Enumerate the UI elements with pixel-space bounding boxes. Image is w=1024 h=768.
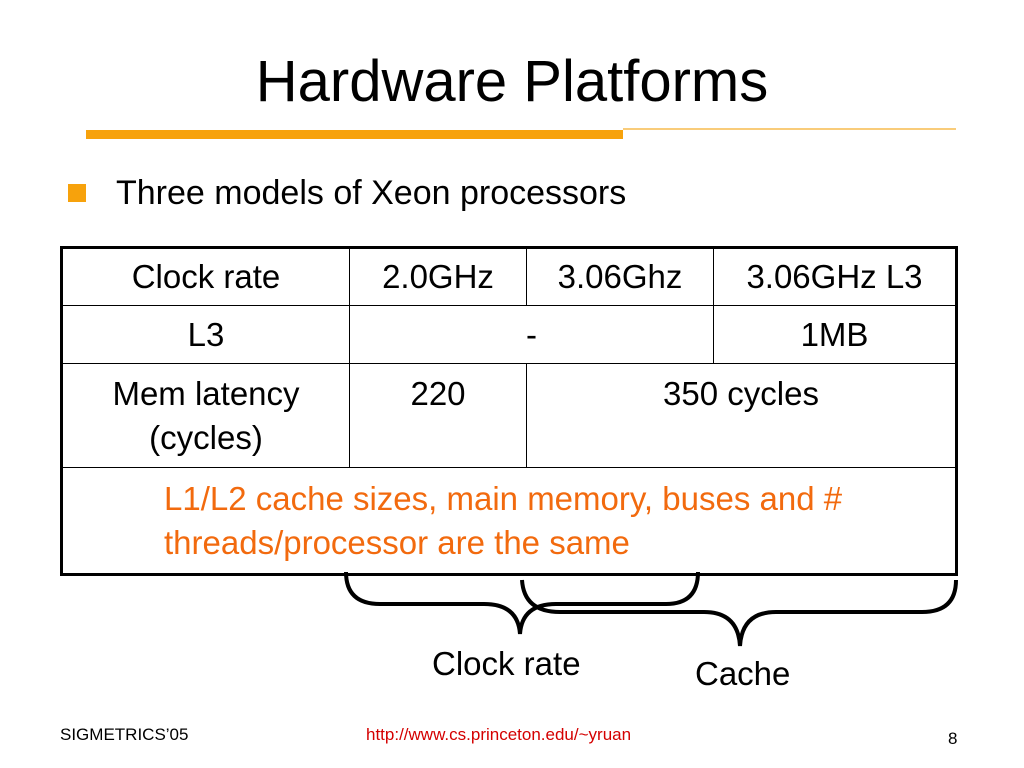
- clock-rate-brace: [344, 571, 700, 635]
- table-row: L1/L2 cache sizes, main memory, buses an…: [61, 467, 957, 575]
- table-row: L3 - 1MB: [61, 305, 957, 364]
- table-row: Mem latency (cycles) 220 350 cycles: [61, 363, 957, 468]
- table-cell: Clock rate: [61, 247, 350, 306]
- cache-label: Cache: [695, 655, 791, 692]
- title-underline: [86, 130, 623, 139]
- table-cell: 3.06GHz L3: [713, 247, 957, 306]
- slide-title: Hardware Platforms: [255, 49, 769, 114]
- processor-table: Clock rate 2.0GHz 3.06Ghz 3.06GHz L3 L3 …: [60, 246, 958, 576]
- table-cell: 1MB: [713, 305, 957, 364]
- note-text: L1/L2 cache sizes, main memory, buses an…: [164, 479, 843, 561]
- table-note: L1/L2 cache sizes, main memory, buses an…: [61, 467, 957, 575]
- table-cell: 3.06Ghz: [526, 247, 714, 306]
- bullet-text: Three models of Xeon processors: [116, 174, 627, 212]
- table-cell: 220: [349, 363, 527, 468]
- page-number: 8: [948, 729, 958, 748]
- footer-conference: SIGMETRICS’05: [60, 725, 189, 744]
- title-underline-thin: [623, 128, 956, 130]
- clock-rate-label: Clock rate: [432, 645, 581, 682]
- table-row: Clock rate 2.0GHz 3.06Ghz 3.06GHz L3: [61, 247, 957, 306]
- table-cell: Mem latency (cycles): [61, 363, 350, 468]
- cache-brace: [520, 579, 958, 647]
- table-cell: L3: [61, 305, 350, 364]
- bullet-square-icon: [68, 184, 86, 202]
- footer-link[interactable]: http://www.cs.princeton.edu/~yruan: [366, 725, 632, 744]
